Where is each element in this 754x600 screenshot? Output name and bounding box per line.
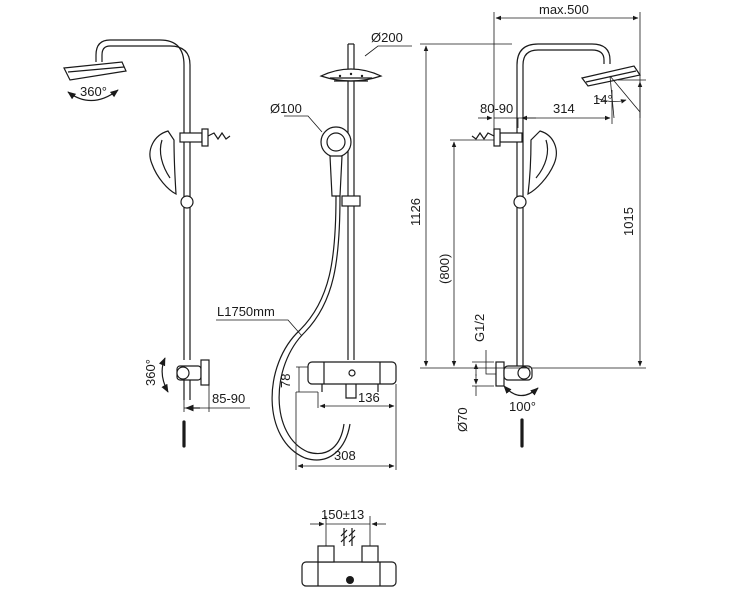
dim-rosette-diameter: Ø70	[455, 361, 494, 432]
rotation-outlet-label: 100°	[509, 399, 536, 414]
hose-length-label: L1750mm	[217, 304, 275, 319]
side-slider	[180, 195, 194, 209]
inlet-centres-label: 150±13	[321, 507, 364, 522]
dim-view-wall-bracket	[471, 128, 523, 147]
front-mixer-valve	[307, 361, 397, 399]
dim-diameter-head: Ø200	[364, 30, 412, 57]
dim-view-mixer-valve	[495, 361, 533, 448]
side-wall-bracket	[179, 128, 231, 147]
dim-valve-height: 78	[278, 366, 318, 393]
dim-inlet-centres: 150±13	[310, 507, 386, 546]
dim-outlet-rotation: 100°	[503, 385, 539, 414]
dim-overall-height: 1126	[408, 43, 530, 369]
top-view: 150±13	[301, 507, 397, 587]
dim-tilt-angle: 14°	[593, 75, 641, 119]
side-riser-pipe	[95, 39, 191, 360]
diameter-hand-label: Ø100	[270, 101, 302, 116]
wall-offset-label: 80-90	[480, 101, 513, 116]
top-view-valve	[301, 545, 397, 587]
rail-height-label: 1015	[621, 207, 636, 236]
front-shower-hose	[271, 195, 351, 461]
side-hand-shower	[149, 130, 177, 196]
dim-view-hand-shower	[527, 130, 557, 196]
side-head-shower	[63, 61, 127, 81]
dim-bar-height: (800)	[437, 139, 494, 367]
dim-view-slider	[513, 195, 527, 209]
bar-height-label: (800)	[437, 254, 452, 284]
rotation-valve-label: 360°	[143, 359, 158, 386]
diameter-head-label: Ø200	[371, 30, 403, 45]
valve-height-label: 78	[278, 374, 293, 388]
dim-diameter-hand: Ø100	[270, 101, 323, 133]
arm-length-label: 314	[553, 101, 575, 116]
rosette-diameter-label: Ø70	[455, 407, 470, 432]
side-rotation-indicator: 360°	[67, 84, 119, 102]
valve-projection-label: 308	[334, 448, 356, 463]
side-view: 360° 360° 85-90	[63, 39, 250, 448]
dim-valve-depth: 136	[317, 384, 397, 409]
tilt-angle-label: 14°	[593, 92, 613, 107]
top-view-inlets	[340, 528, 356, 546]
dim-outlet-distance: 85-90	[183, 385, 250, 412]
front-hand-shower	[320, 126, 352, 197]
valve-depth-label: 136	[358, 390, 380, 405]
dim-valve-projection: 308	[295, 392, 397, 470]
front-slider	[341, 195, 361, 207]
dim-inlet-thread: G1/2	[472, 314, 496, 375]
side-valve-rotation: 360°	[143, 357, 169, 393]
dim-hose-length: L1750mm	[216, 304, 303, 337]
outlet-distance-label: 85-90	[212, 391, 245, 406]
rotation-head-label: 360°	[80, 84, 107, 99]
inlet-thread-label: G1/2	[472, 314, 487, 342]
front-head-shower	[319, 68, 383, 82]
overall-height-label: 1126	[408, 198, 423, 226]
front-view: Ø200 Ø100 L1750mm	[216, 30, 412, 470]
dim-wall-offset: 80-90	[478, 101, 536, 128]
dim-rail-height: 1015	[532, 79, 646, 369]
side-mixer-valve	[176, 359, 210, 448]
dimension-view: max.500 80-90 314 14° 1126 1015	[408, 2, 646, 448]
max-width-label: max.500	[539, 2, 589, 17]
dim-view-riser	[516, 43, 611, 368]
